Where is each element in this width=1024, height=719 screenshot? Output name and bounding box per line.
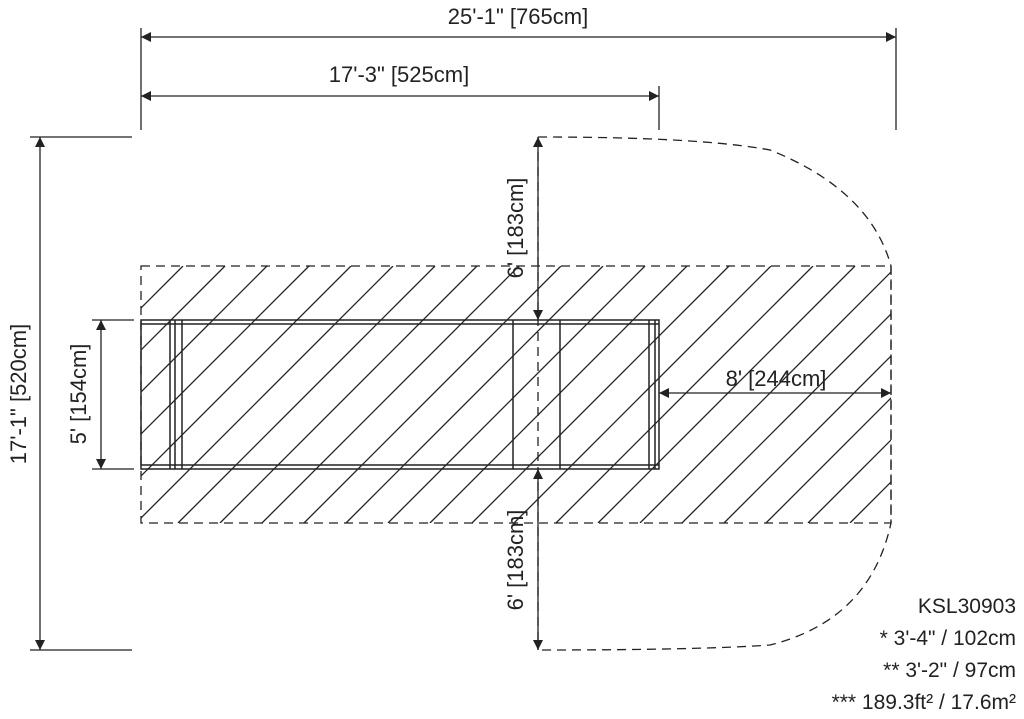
model-number: KSL30903 bbox=[917, 595, 1016, 618]
clearance-side-label: 8' [244cm] bbox=[726, 366, 827, 391]
hatch-line bbox=[849, 481, 891, 523]
clearance-bottom-label: 6' [183cm] bbox=[503, 510, 528, 611]
hatch-line bbox=[141, 266, 226, 351]
hatch-line bbox=[141, 266, 310, 435]
note-line-1: * 3'-4" / 102cm bbox=[879, 627, 1016, 650]
hatch-line bbox=[765, 397, 891, 523]
hatch-line bbox=[345, 266, 604, 523]
hatch-line bbox=[141, 266, 394, 519]
spec-notes: KSL30903 * 3'-4" / 102cm ** 3'-2" / 97cm… bbox=[756, 591, 1016, 719]
total-depth-label: 17'-1" [520cm] bbox=[6, 324, 31, 464]
hatch-line bbox=[141, 266, 352, 477]
hatch-line bbox=[141, 266, 268, 393]
hatch-line bbox=[639, 271, 891, 523]
hatch-line bbox=[471, 266, 730, 523]
hatch-line bbox=[807, 439, 891, 523]
hatch-line bbox=[934, 266, 1024, 523]
hatch-line bbox=[177, 266, 436, 523]
hatch-line bbox=[387, 266, 646, 523]
clearance-top-label: 6' [183cm] bbox=[503, 178, 528, 279]
hatch-line bbox=[219, 266, 478, 523]
equipment-frame bbox=[140, 319, 660, 470]
hatch-line bbox=[723, 355, 891, 523]
hatch-line bbox=[303, 266, 562, 523]
hatch-line bbox=[261, 266, 520, 523]
hatch-line bbox=[1018, 266, 1024, 523]
safety-zone-outline bbox=[140, 265, 892, 524]
frame-depth-label: 5' [154cm] bbox=[66, 344, 91, 445]
hatch-line bbox=[681, 313, 891, 523]
hatch-line bbox=[429, 266, 688, 523]
note-line-3: *** 189.3ft² / 17.6m² bbox=[831, 691, 1016, 714]
hatch-line bbox=[976, 266, 1024, 523]
frame-width-label: 17'-3" [525cm] bbox=[329, 62, 469, 87]
hatch-line bbox=[513, 266, 772, 523]
total-width-label: 25'-1" [765cm] bbox=[448, 4, 588, 29]
hatch-line bbox=[892, 266, 1024, 523]
note-line-2: ** 3'-2" / 97cm bbox=[883, 659, 1016, 682]
